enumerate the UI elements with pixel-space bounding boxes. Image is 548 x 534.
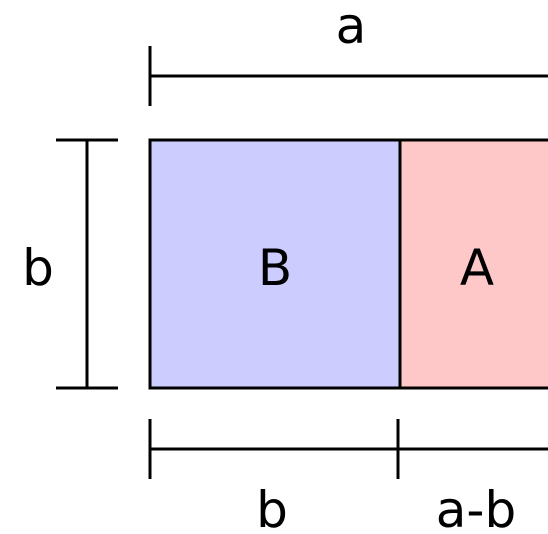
square-region-b <box>148 138 402 390</box>
top-dimension: a <box>148 0 548 106</box>
bottom-right-dimension-label: a-b <box>436 481 516 534</box>
rectangle-region-a <box>398 138 548 390</box>
left-dimension-label: b <box>22 239 54 297</box>
bottom-dimension: b a-b <box>148 419 548 534</box>
rectangle-region-label: A <box>460 239 494 297</box>
square-region-label: B <box>258 239 292 297</box>
bottom-left-dimension-label: b <box>256 481 288 534</box>
left-dimension: b <box>22 138 118 390</box>
top-dimension-label: a <box>336 0 367 55</box>
